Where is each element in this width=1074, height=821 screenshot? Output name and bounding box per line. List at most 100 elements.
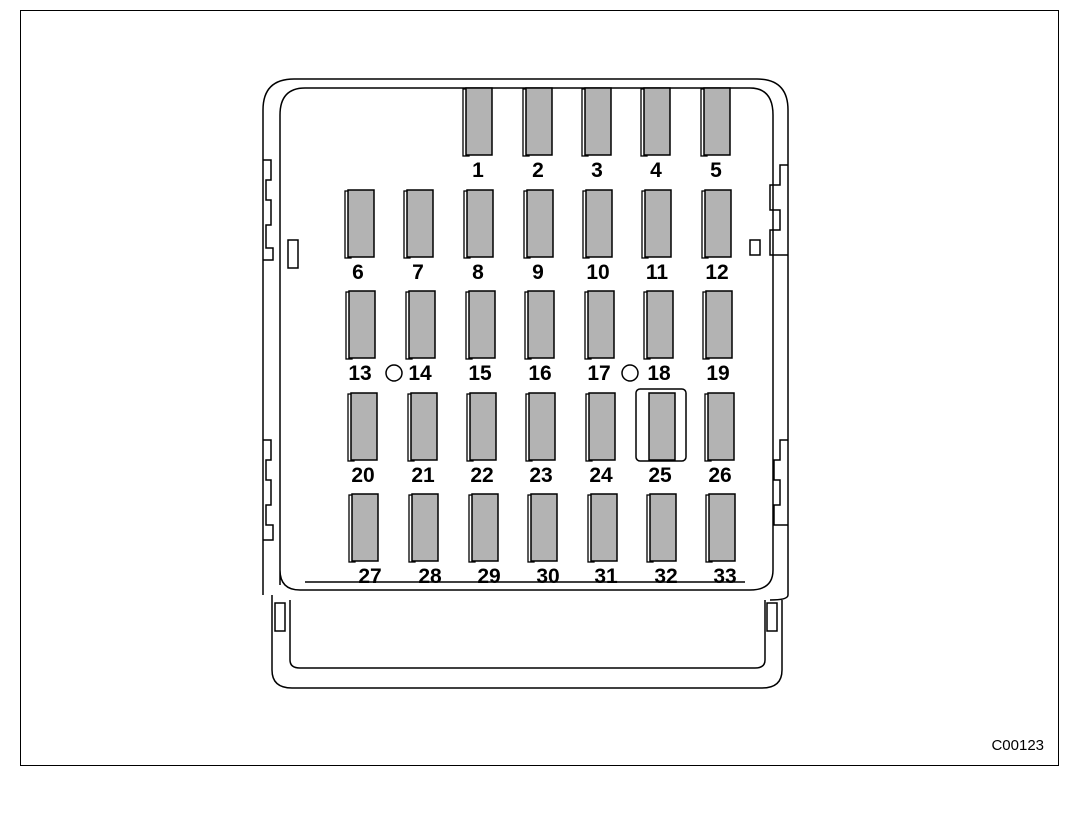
fuse-number-label: 22 bbox=[470, 464, 493, 487]
fuse-body bbox=[585, 189, 613, 258]
fuse-20: 20 bbox=[347, 392, 378, 487]
fuse-number-label: 4 bbox=[650, 159, 662, 182]
fuse-box-housing bbox=[262, 78, 789, 689]
fuse-number-label: 23 bbox=[529, 464, 552, 487]
fuse-body bbox=[411, 493, 439, 562]
fuse-4: 4 bbox=[640, 87, 671, 182]
fuse-number-label: 5 bbox=[710, 159, 722, 182]
fuse-11: 11 bbox=[641, 189, 672, 284]
fuse-body bbox=[590, 493, 618, 562]
fuse-number-label: 9 bbox=[532, 261, 544, 284]
fuse-body bbox=[643, 87, 671, 156]
fuse-body bbox=[703, 87, 731, 156]
fuse-17: 17 bbox=[584, 290, 615, 385]
fuse-body bbox=[465, 87, 493, 156]
fuse-body bbox=[526, 189, 554, 258]
fuse-number-label: 31 bbox=[594, 565, 618, 588]
fuse-number-label: 2 bbox=[532, 159, 544, 182]
fuse-body bbox=[348, 290, 376, 359]
fuse-body bbox=[527, 290, 555, 359]
fuse-number-label: 28 bbox=[418, 565, 442, 588]
fuse-body bbox=[469, 392, 497, 461]
fuse-30: 30 bbox=[527, 493, 560, 588]
fuse-3: 3 bbox=[581, 87, 612, 182]
fuse-25: 25 bbox=[635, 388, 687, 487]
fuse-16: 16 bbox=[524, 290, 555, 385]
figure-frame bbox=[20, 10, 1059, 766]
fuse-number-label: 32 bbox=[654, 565, 677, 588]
fuse-24: 24 bbox=[585, 392, 616, 487]
fuse-number-label: 16 bbox=[528, 362, 551, 385]
fuse-body bbox=[648, 392, 676, 461]
fuse-7: 7 bbox=[403, 189, 434, 284]
fuse-22: 22 bbox=[466, 392, 497, 487]
fuse-21: 21 bbox=[407, 392, 438, 487]
fuse-32: 32 bbox=[646, 493, 678, 588]
fuse-body bbox=[588, 392, 616, 461]
fuse-body bbox=[525, 87, 553, 156]
locator-hole bbox=[621, 364, 639, 382]
fuse-body bbox=[528, 392, 556, 461]
fuse-body bbox=[649, 493, 677, 562]
fuse-number-label: 17 bbox=[587, 362, 610, 385]
fuse-body bbox=[705, 290, 733, 359]
fuse-number-label: 15 bbox=[468, 362, 492, 385]
fuse-body bbox=[350, 392, 378, 461]
fuse-28: 28 bbox=[408, 493, 442, 588]
fuse-body bbox=[704, 189, 732, 258]
fuse-number-label: 7 bbox=[412, 261, 424, 284]
fuse-number-label: 19 bbox=[706, 362, 729, 385]
fuse-2: 2 bbox=[522, 87, 553, 182]
fuse-26: 26 bbox=[704, 392, 735, 487]
fuse-number-label: 24 bbox=[589, 464, 613, 487]
fuse-number-label: 20 bbox=[351, 464, 374, 487]
fuse-15: 15 bbox=[465, 290, 496, 385]
fuse-number-label: 8 bbox=[472, 261, 484, 284]
fuse-body bbox=[644, 189, 672, 258]
fuse-number-label: 1 bbox=[472, 159, 484, 182]
fuse-13: 13 bbox=[345, 290, 376, 385]
fuse-number-label: 3 bbox=[591, 159, 603, 182]
fuse-number-label: 6 bbox=[352, 261, 364, 284]
locator-hole bbox=[385, 364, 403, 382]
fuse-number-label: 11 bbox=[646, 261, 669, 284]
fuse-number-label: 27 bbox=[358, 565, 381, 588]
fuse-body bbox=[530, 493, 558, 562]
fuse-body bbox=[410, 392, 438, 461]
fuse-8: 8 bbox=[463, 189, 494, 284]
fuse-number-label: 13 bbox=[348, 362, 371, 385]
fuse-18: 18 bbox=[643, 290, 674, 385]
fuse-number-label: 29 bbox=[477, 565, 500, 588]
fuse-31: 31 bbox=[587, 493, 618, 588]
fuse-body bbox=[466, 189, 494, 258]
fuse-number-label: 30 bbox=[536, 565, 559, 588]
fuse-number-label: 21 bbox=[411, 464, 435, 487]
fuse-body bbox=[646, 290, 674, 359]
fuse-number-label: 26 bbox=[708, 464, 731, 487]
fuse-body bbox=[406, 189, 434, 258]
fuse-body bbox=[408, 290, 436, 359]
fuse-body bbox=[708, 493, 736, 562]
fuse-number-label: 12 bbox=[705, 261, 728, 284]
fuse-12: 12 bbox=[701, 189, 732, 284]
fuse-6: 6 bbox=[344, 189, 375, 284]
fuse-body bbox=[584, 87, 612, 156]
fuse-33: 33 bbox=[705, 493, 737, 588]
fuse-10: 10 bbox=[582, 189, 613, 284]
fuse-number-label: 18 bbox=[647, 362, 671, 385]
fuse-number-label: 10 bbox=[586, 261, 609, 284]
fuse-body bbox=[468, 290, 496, 359]
fuse-body bbox=[471, 493, 499, 562]
fuse-19: 19 bbox=[702, 290, 733, 385]
fuse-14: 14 bbox=[405, 290, 436, 385]
fuse-29: 29 bbox=[468, 493, 501, 588]
fuse-5: 5 bbox=[700, 87, 731, 182]
fuse-body bbox=[347, 189, 375, 258]
figure-code: C00123 bbox=[991, 737, 1044, 754]
fuse-body bbox=[351, 493, 379, 562]
fuse-27: 27 bbox=[348, 493, 382, 588]
fuse-number-label: 33 bbox=[713, 565, 736, 588]
fuse-body bbox=[587, 290, 615, 359]
